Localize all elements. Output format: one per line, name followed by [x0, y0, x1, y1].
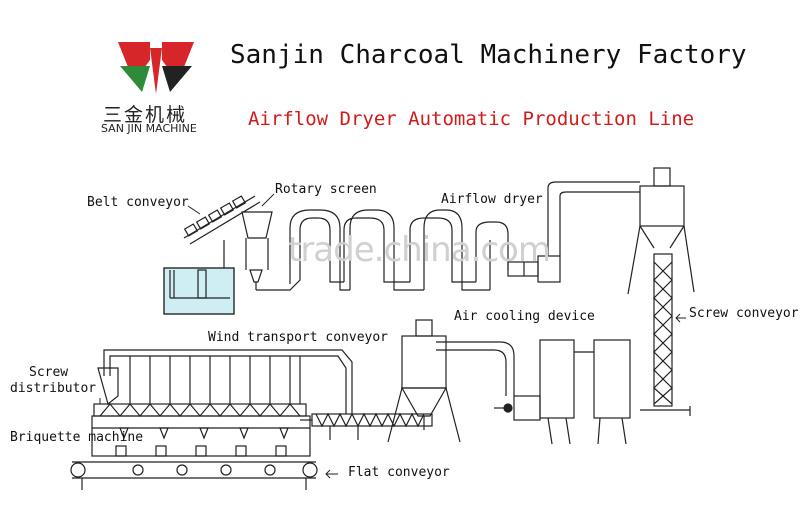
logo-red-wing	[118, 42, 150, 82]
logo-green-wing	[120, 66, 150, 92]
cyclone-top	[627, 167, 695, 295]
header-subtitle: Airflow Dryer Automatic Production Line	[248, 108, 695, 130]
label-airflow-dryer: Airflow dryer	[441, 192, 543, 207]
header-title: Sanjin Charcoal Machinery Factory	[230, 40, 747, 70]
logo-english-text: SAN JIN MACHINE	[101, 122, 197, 135]
label-belt-conveyor: Belt conveyor	[87, 195, 189, 210]
screw-conveyor-horizontal	[300, 412, 433, 440]
briquette-machine	[91, 415, 311, 457]
label-screw-conveyor: Screw conveyor	[689, 306, 799, 321]
logo-chinese-text: 三金机械	[103, 104, 188, 126]
airflow-dryer	[256, 181, 640, 291]
logo-emblem	[100, 34, 216, 138]
rotary-screen	[241, 211, 273, 290]
belt-conveyor	[163, 195, 261, 315]
wind-transport-conveyor	[103, 349, 353, 414]
label-air-cooling-device: Air cooling device	[454, 309, 595, 324]
label-screw-distributor-line1: Screw	[29, 365, 69, 380]
label-briquette-machine: Briquette machine	[10, 430, 144, 445]
label-flat-conveyor: Flat conveyor	[348, 465, 450, 480]
logo-dark-wing	[162, 66, 192, 92]
cyclone-middle	[387, 319, 461, 443]
label-screw-distributor-line2: distributor	[10, 381, 97, 396]
watermark: trade.china.com	[288, 230, 551, 270]
label-leaders	[99, 193, 686, 479]
label-wind-transport-conveyor: Wind transport conveyor	[208, 330, 389, 345]
logo-red-wing-right	[162, 42, 194, 82]
label-rotary-screen: Rotary screen	[275, 182, 377, 197]
screw-distributor	[93, 367, 307, 417]
air-cooling-device	[436, 339, 631, 445]
screw-conveyor-vertical	[640, 253, 691, 416]
flat-conveyor	[70, 461, 318, 490]
